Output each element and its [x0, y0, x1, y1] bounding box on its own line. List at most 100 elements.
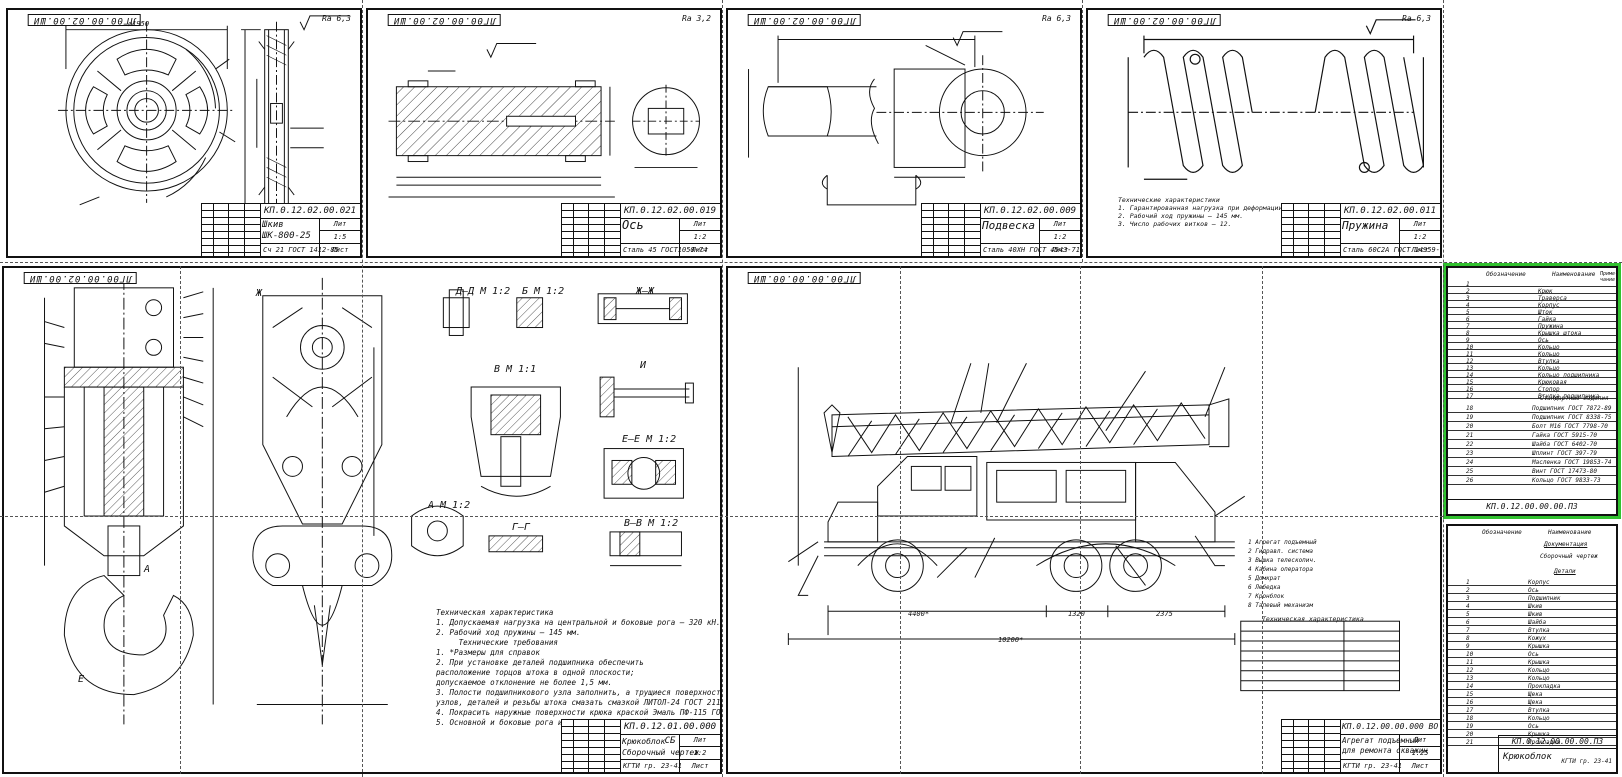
spec-stamp-code: КП.0.12.00.00.00.ПЗ [1499, 736, 1616, 749]
spec-row-position: 12 [1466, 358, 1474, 365]
title-block-material: Сч 21 ГОСТ 1412-85 [260, 243, 360, 256]
spec-row-position: 12 [1466, 667, 1474, 674]
spec-head-name: Наименование [1548, 529, 1592, 536]
view-arrow-a: А [144, 564, 151, 575]
rig-tech-caption: Техническая характеристика [1262, 615, 1364, 623]
drawing-sheet-pulley[interactable]: ЛГ00.00.02.00.ШИ Ra 6,3 ø1950 КП.0.12.02… [6, 8, 362, 258]
format-divider [1262, 266, 1263, 774]
spec-row-name: Ось [1528, 651, 1539, 658]
spec-row-line [1448, 649, 1616, 650]
spec-row-line [1448, 398, 1616, 399]
spec-row-name: Ось [1538, 337, 1549, 344]
drawing-sheet-general-view[interactable]: ЛГ00.00.00.00.ШИ 4400* 1320 2375 10200* … [726, 266, 1442, 774]
title-block-code: КП.0.12.02.00.021 [260, 204, 360, 219]
spec-row-position: 15 [1466, 379, 1474, 386]
spec-section-docs-item: Сборочный чертеж [1540, 553, 1598, 560]
spec-row-position: 17 [1466, 393, 1474, 400]
spec-row-name: Кольцо ГОСТ 9833-73 [1532, 477, 1601, 484]
spec-row-position: 2 [1466, 288, 1470, 295]
format-divider [900, 266, 901, 774]
view-label-dd: Д–Д М 1:2 [456, 286, 511, 297]
spec-row-line [1448, 475, 1616, 476]
dimension-label: 1320 [1068, 610, 1085, 618]
spec-row-line [1448, 657, 1616, 658]
rig-parts-list: 1 Агрегат подъемный 2 Гидравл. система 3… [1248, 539, 1317, 609]
spec-row-position: 6 [1466, 619, 1470, 626]
spec-row-name: Подшипник ГОСТ 8338-75 [1532, 414, 1612, 421]
spec-row-line [1448, 745, 1616, 746]
spec-row-line [1448, 384, 1616, 385]
title-block-name: Подвеска [980, 218, 1040, 256]
spec-head-name: Наименование [1552, 271, 1596, 278]
spec-row-position: 10 [1466, 344, 1474, 351]
spec-row-line [1448, 377, 1616, 378]
sheet-code: ЛГ00.00.02.00.ШИ [24, 272, 137, 284]
specification-sheet-2[interactable]: Обозначение Наименование Документация Сб… [1446, 524, 1618, 774]
spec-row-position: 13 [1466, 675, 1474, 682]
spec-subhead: Стандартные изделия [1540, 395, 1609, 402]
spec-row-name: Кольцо [1538, 365, 1560, 372]
spec-row-position: 9 [1466, 337, 1470, 344]
spec-row-line [1448, 713, 1616, 714]
spec-row-position: 5 [1466, 611, 1470, 618]
spec-row-position: 14 [1466, 683, 1474, 690]
drawing-sheet-axle[interactable]: ЛГ00.00.02.00.ШИ Ra 3,2 КП.0.12.02.00.01… [366, 8, 722, 258]
format-divider [180, 266, 181, 774]
spec-row-position: 18 [1466, 405, 1474, 412]
spec-row-name: Подшипник ГОСТ 7872-89 [1532, 405, 1612, 412]
spec-row-position: 2 [1466, 587, 1470, 594]
spec-row-position: 7 [1466, 323, 1470, 330]
spec-row-line [1448, 681, 1616, 682]
format-divider [0, 516, 1443, 517]
spec-row-name: Крышка штока [1538, 330, 1582, 337]
hook-block-drawing [44, 277, 694, 725]
spec-section-parts: Детали [1554, 568, 1576, 575]
spec-row-position: 15 [1466, 691, 1474, 698]
title-block-name: Пружина [1340, 218, 1400, 256]
spec-row-position: 19 [1466, 414, 1474, 421]
spec-row-line [1448, 633, 1616, 634]
spec-row-name: Пружина [1538, 323, 1564, 330]
spec-row-position: 16 [1466, 386, 1474, 393]
dimension-label: 10200* [998, 636, 1024, 644]
sheet-code: ЛГ00.00.02.00.ШИ [1108, 14, 1221, 26]
spec-row-position: 8 [1466, 330, 1470, 337]
spec-row-line [1448, 697, 1616, 698]
spec-row-line [1448, 430, 1616, 431]
spec-row-name: Втулка [1538, 358, 1560, 365]
spec-row-line [1448, 335, 1616, 336]
spec-row-position: 5 [1466, 309, 1470, 316]
spec-row-line [1448, 300, 1616, 301]
drawing-sheet-spring[interactable]: ЛГ00.00.02.00.ШИ Ra 6,3 Технические хара… [1086, 8, 1442, 258]
roughness-label: Ra 6,3 [1402, 14, 1431, 23]
spec-row-line [1448, 342, 1616, 343]
spec-row-position: 20 [1466, 423, 1474, 430]
title-block-org: КГТИ гр. 23-41 [620, 759, 720, 772]
view-label-i: И [640, 360, 647, 371]
spec-row-line [1448, 625, 1616, 626]
spec-stamp-org: КГТИ гр. 23-41 [1561, 758, 1612, 765]
spec-row-position: 1 [1466, 281, 1470, 288]
spec-row-line [1448, 412, 1616, 413]
spec-row-line [1448, 585, 1616, 586]
spec-row-name: Ось [1528, 587, 1539, 594]
spec-row-line [1448, 448, 1616, 449]
dimension-label: 2375 [1156, 610, 1173, 618]
title-block-org: КГТИ гр. 23-41 [1340, 759, 1440, 772]
spec-row-name: Шплинт ГОСТ 397-79 [1532, 450, 1598, 457]
spec-row-name: Гайка [1538, 316, 1557, 323]
title-block-name: Ось [620, 218, 680, 256]
drawing-sheet-hanger[interactable]: ЛГ00.00.02.00.ШИ Ra 6,3 КП.0.12.02.00.00… [726, 8, 1082, 258]
view-label-zhzh: Ж–Ж [636, 286, 655, 297]
spec-row-name: Винт ГОСТ 17473-80 [1532, 468, 1598, 475]
spec-row-name: Гайка ГОСТ 5915-70 [1532, 432, 1598, 439]
spec-row-name: Прокладка [1528, 739, 1561, 746]
dimension-label: 4400* [908, 610, 930, 618]
spec-row-line [1448, 617, 1616, 618]
spec-row-position: 26 [1466, 477, 1474, 484]
spec-row-name: Болт М16 ГОСТ 7798-70 [1532, 423, 1608, 430]
title-block: КП.0.12.01.00.000 СБ Крюкоблок Сборочный… [561, 719, 720, 772]
spec-row-name: Кольцо [1528, 715, 1550, 722]
